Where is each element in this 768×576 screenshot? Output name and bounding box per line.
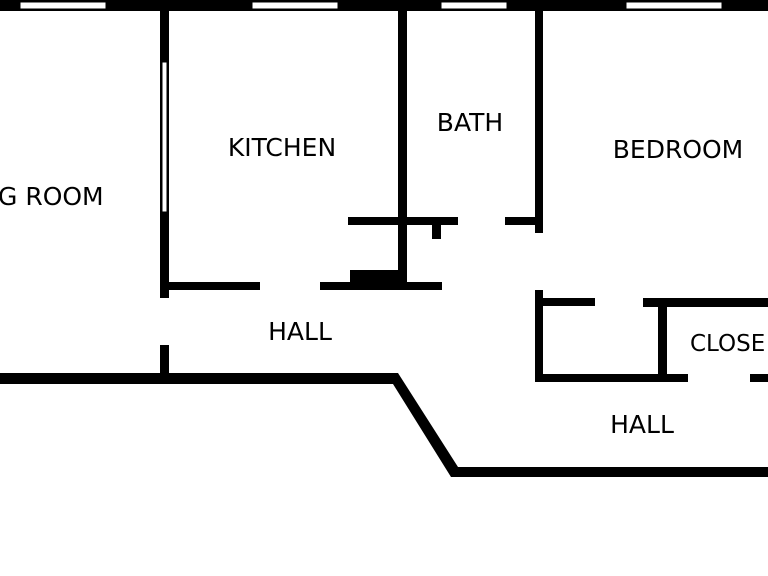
closet-top-wall-left — [535, 298, 595, 306]
top-exterior-wall — [0, 0, 768, 11]
hall-lower-label: HALL — [610, 410, 674, 439]
windows — [19, 1, 723, 213]
kitchen-bath-wall — [398, 8, 407, 288]
closet-left-wall — [535, 290, 543, 382]
closet-divider-wall — [658, 298, 667, 382]
window-top-left — [19, 1, 107, 10]
window-top-bedroom — [625, 1, 723, 10]
kitchen-label: KITCHEN — [228, 133, 336, 162]
walls — [0, 0, 768, 477]
window-top-kitchen — [251, 1, 339, 10]
closet-label: CLOSE — [690, 331, 765, 357]
bath-bedroom-wall — [535, 8, 543, 233]
bedroom-label: BEDROOM — [613, 135, 744, 164]
closet-bottom-wall-right — [750, 374, 768, 382]
bath-door-stub — [432, 217, 441, 239]
window-top-bath — [440, 1, 508, 10]
bath-bottom-wall-left — [348, 217, 458, 225]
bath-label: BATH — [437, 108, 503, 137]
closet-top-wall-right — [643, 298, 768, 307]
living-room-label: G ROOM — [0, 182, 104, 211]
kitchen-bottom-wall-left — [160, 282, 260, 290]
closet-bottom-wall-left — [535, 374, 688, 382]
hall-upper-label: HALL — [268, 317, 332, 346]
kitchen-counter-block — [350, 270, 402, 288]
room-labels: G ROOM KITCHEN BATH BEDROOM HALL CLOSE H… — [0, 108, 765, 439]
window-living-kitchen — [161, 61, 168, 213]
bath-bottom-wall-right — [505, 217, 543, 225]
living-hall-wall — [160, 345, 169, 380]
hall-exterior-wall — [0, 373, 768, 477]
